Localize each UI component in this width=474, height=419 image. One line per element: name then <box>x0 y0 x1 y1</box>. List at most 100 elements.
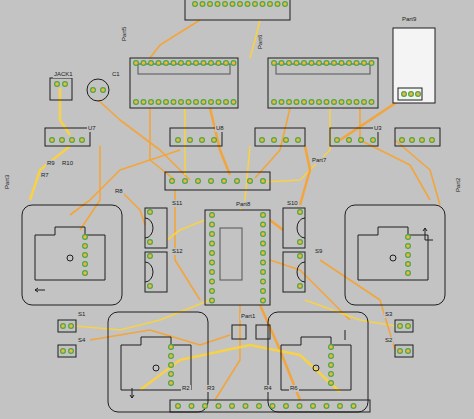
solder-pad <box>210 298 215 303</box>
solder-pad <box>224 100 229 105</box>
solder-pad <box>69 349 74 354</box>
solder-pad <box>406 271 411 276</box>
solder-pad <box>332 100 337 105</box>
solder-pad <box>208 2 213 7</box>
solder-pad <box>354 100 359 105</box>
copper-trace <box>98 100 190 180</box>
solder-pad <box>311 404 316 409</box>
solder-pad <box>231 61 236 66</box>
copper-trace <box>150 108 175 180</box>
solder-pad <box>406 262 411 267</box>
solder-pad <box>156 100 161 105</box>
part-label: R10 <box>61 160 74 167</box>
copper-trace <box>265 108 330 182</box>
copper-trace <box>395 140 440 205</box>
part-label: S4 <box>77 337 86 344</box>
solder-pad <box>200 2 205 7</box>
solder-pad <box>339 61 344 66</box>
part-label: C1 <box>111 71 121 78</box>
solder-pad <box>268 2 273 7</box>
solder-pad <box>83 244 88 249</box>
copper-trace <box>210 108 230 175</box>
solder-pad <box>329 354 334 359</box>
solder-pad <box>298 210 303 215</box>
solder-pad <box>169 345 174 350</box>
part-label: S2 <box>384 337 393 344</box>
solder-pad <box>329 381 334 386</box>
solder-pad <box>69 324 74 329</box>
copper-trace <box>360 108 430 200</box>
solder-pad <box>164 61 169 66</box>
copper-trace <box>30 146 70 200</box>
solder-pad <box>339 100 344 105</box>
solder-pad <box>398 349 403 354</box>
solder-pad <box>215 2 220 7</box>
part-label: JACK1 <box>53 71 74 78</box>
solder-pad <box>189 404 194 409</box>
solder-pad <box>332 61 337 66</box>
solder-pad <box>141 61 146 66</box>
solder-pad <box>287 100 292 105</box>
solder-pad <box>317 100 322 105</box>
part-label: Part6 <box>257 34 264 50</box>
solder-pad <box>231 100 236 105</box>
solder-pad <box>298 254 303 259</box>
solder-pad <box>371 138 376 143</box>
solder-pad <box>186 100 191 105</box>
solder-pad <box>210 213 215 218</box>
solder-pad <box>410 138 415 143</box>
copper-trace <box>340 100 400 140</box>
part-label: U7 <box>87 125 97 132</box>
solder-pad <box>284 138 289 143</box>
solder-pad <box>216 404 221 409</box>
solder-pad <box>169 381 174 386</box>
solder-pad <box>149 100 154 105</box>
solder-pad <box>170 179 175 184</box>
solder-pad <box>279 100 284 105</box>
solder-pad <box>245 2 250 7</box>
part-label: R2 <box>181 385 191 392</box>
solder-pad <box>209 100 214 105</box>
part-label: S3 <box>384 311 393 318</box>
solder-pad <box>302 100 307 105</box>
solder-pad <box>329 363 334 368</box>
solder-pad <box>261 213 266 218</box>
solder-pad <box>297 404 302 409</box>
part-label: Part8 <box>235 201 251 208</box>
part-label: S11 <box>171 200 183 207</box>
solder-pad <box>224 61 229 66</box>
solder-pad <box>284 404 289 409</box>
solder-pad <box>298 284 303 289</box>
copper-trace <box>80 146 100 230</box>
solder-pad <box>294 61 299 66</box>
solder-pad <box>347 138 352 143</box>
solder-pad <box>400 138 405 143</box>
solder-pad <box>61 349 66 354</box>
solder-pad <box>210 289 215 294</box>
solder-pad <box>260 138 265 143</box>
solder-pad <box>212 138 217 143</box>
solder-pad <box>272 100 277 105</box>
solder-pad <box>275 2 280 7</box>
copper-trace <box>120 190 145 225</box>
copper-trace <box>167 220 205 240</box>
solder-pad <box>223 2 228 7</box>
solder-pad <box>169 363 174 368</box>
solder-pad <box>261 232 266 237</box>
solder-pad <box>317 61 322 66</box>
solder-pad <box>309 61 314 66</box>
solder-pad <box>63 82 68 87</box>
part-label: Part1 <box>240 313 256 320</box>
solder-pad <box>369 61 374 66</box>
solder-pad <box>83 271 88 276</box>
solder-pad <box>179 100 184 105</box>
solder-pad <box>406 235 411 240</box>
solder-pad <box>201 100 206 105</box>
solder-pad <box>210 241 215 246</box>
solder-pad <box>61 324 66 329</box>
solder-pad <box>347 100 352 105</box>
solder-pad <box>406 253 411 258</box>
solder-pad <box>148 210 153 215</box>
solder-pad <box>329 372 334 377</box>
